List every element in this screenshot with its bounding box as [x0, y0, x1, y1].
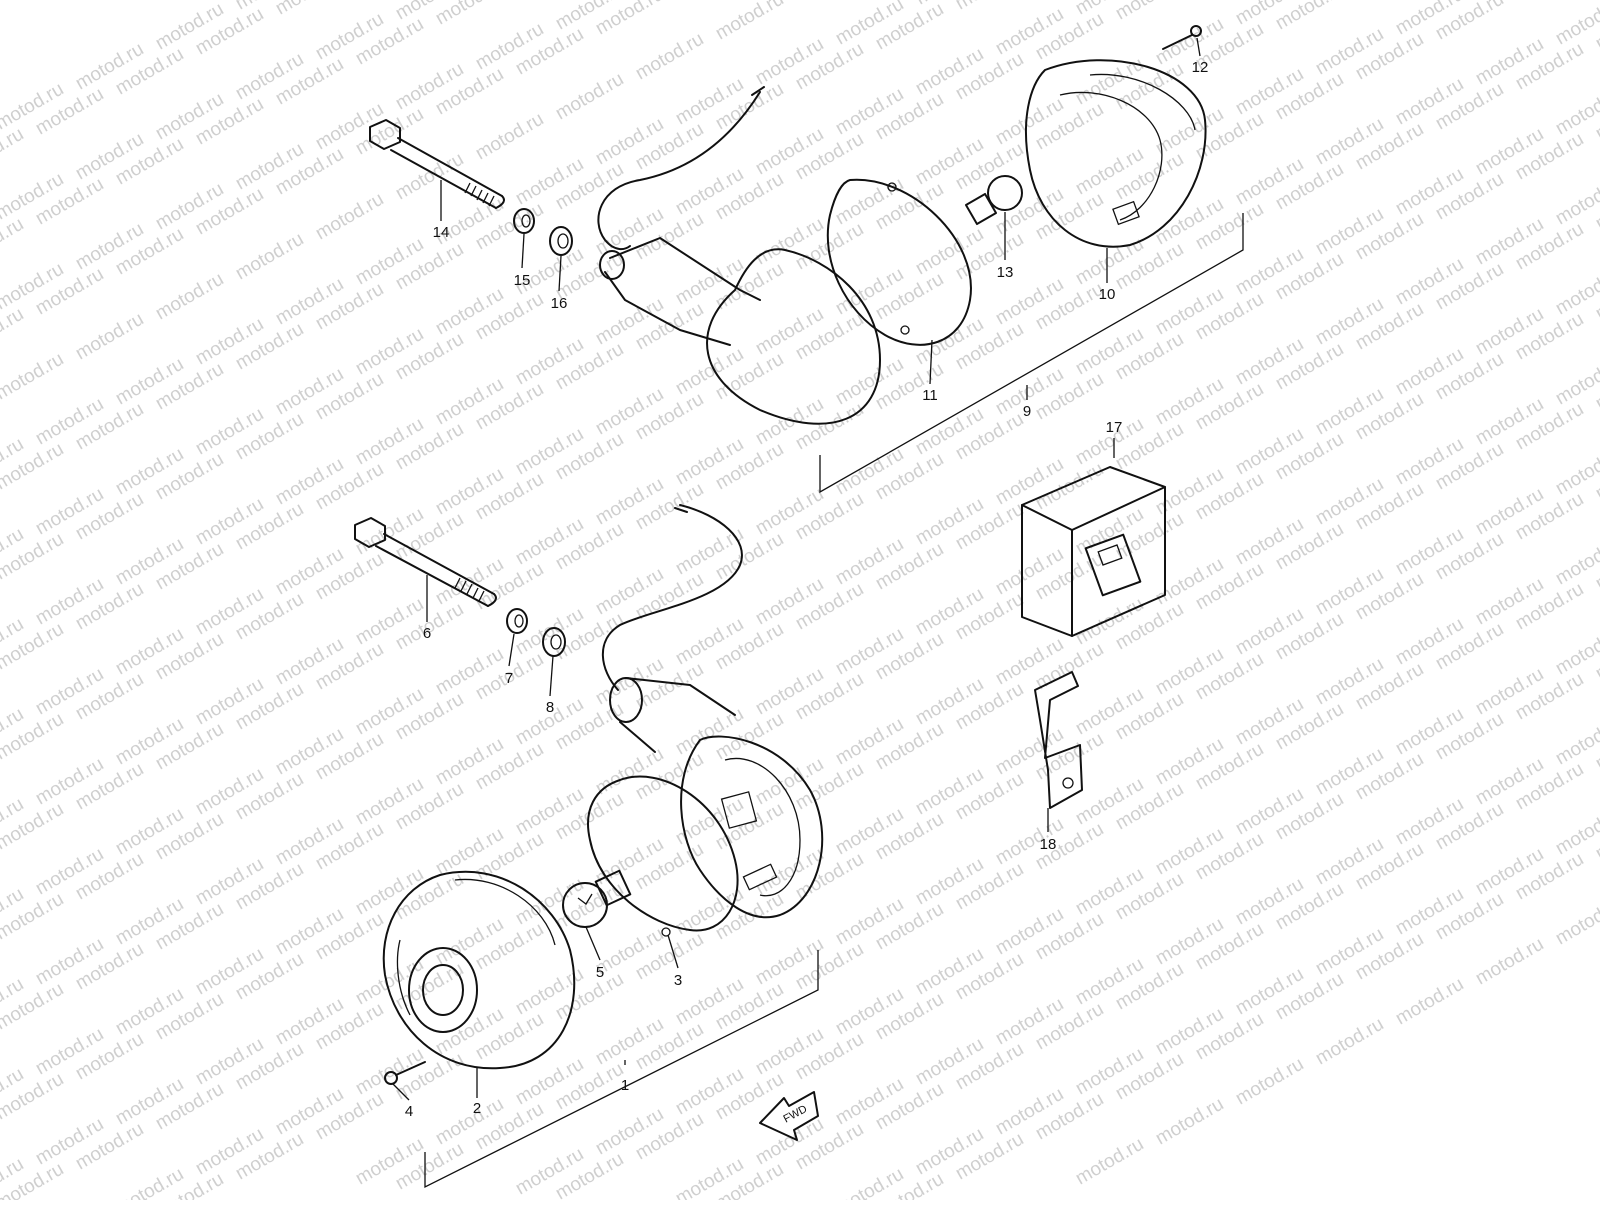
watermark-text: motod.ru — [1312, 1014, 1387, 1070]
watermark-text: motod.ru — [312, 189, 387, 245]
callout-7[interactable]: 7 — [505, 670, 513, 687]
watermark-text: motod.ru — [0, 349, 67, 405]
leader-line-5 — [585, 926, 601, 961]
lamp-body-9[interactable] — [599, 237, 881, 425]
watermark-text: motod.ru — [1152, 1094, 1227, 1150]
bulb-13[interactable] — [964, 175, 1023, 226]
callout-16[interactable]: 16 — [551, 295, 568, 312]
screw-4[interactable] — [384, 1061, 426, 1085]
watermark-text: motod.ru — [0, 304, 27, 360]
lens-10[interactable] — [1024, 59, 1207, 248]
callout-17[interactable]: 17 — [1106, 419, 1123, 436]
callout-12[interactable]: 12 — [1192, 59, 1209, 76]
leader-line-7 — [508, 633, 515, 667]
callout-11[interactable]: 11 — [922, 387, 938, 404]
watermark-text: motod.ru — [1512, 0, 1587, 4]
watermark-text: motod.ru — [552, 69, 627, 125]
leader-lines — [392, 37, 1201, 1101]
screw-12[interactable] — [1162, 25, 1202, 50]
watermark-text: motod.ru — [432, 0, 507, 29]
watermark-text: motod.ru — [72, 309, 147, 365]
watermark-text: motod.ru — [952, 0, 1027, 14]
watermark-text: motod.ru — [632, 29, 707, 85]
watermark-text: motod.ru — [232, 229, 307, 285]
assembly-bracket-9 — [819, 213, 1244, 494]
wire-upper — [597, 86, 765, 251]
lens-2[interactable] — [382, 870, 576, 1070]
callout-2[interactable]: 2 — [473, 1100, 481, 1117]
bolt-14[interactable] — [369, 119, 505, 209]
callout-8[interactable]: 8 — [546, 699, 554, 716]
gasket-11[interactable] — [826, 178, 972, 346]
watermark-text: motod.ru — [0, 214, 27, 270]
callout-10[interactable]: 10 — [1099, 286, 1116, 303]
assembly-bracket-1 — [424, 950, 819, 1189]
leader-line-4 — [392, 1083, 410, 1101]
relay-17[interactable] — [1021, 466, 1166, 637]
leader-line-3 — [667, 934, 679, 969]
watermark-text: motod.ru — [1472, 934, 1547, 990]
callout-5[interactable]: 5 — [596, 964, 604, 981]
callout-4[interactable]: 4 — [405, 1103, 413, 1120]
callout-15[interactable]: 15 — [514, 272, 531, 289]
watermark-text: motod.ru — [1232, 1054, 1307, 1110]
gasket-3[interactable] — [587, 775, 739, 937]
watermark-text: motod.ru — [152, 269, 227, 325]
watermark-text: motod.ru — [1112, 0, 1187, 24]
callout-18[interactable]: 18 — [1040, 836, 1057, 853]
leader-line-15 — [521, 233, 525, 269]
lamp-housing-1[interactable] — [609, 677, 824, 919]
watermark-text: motod.ru — [712, 0, 787, 44]
wire-lower — [601, 504, 743, 691]
watermark-text: motod.ru — [272, 0, 347, 19]
leader-line-11 — [929, 339, 933, 385]
watermark-text: motod.ru — [792, 0, 867, 4]
leader-line-8 — [549, 655, 554, 697]
leader-line-16 — [558, 255, 562, 292]
washer-8[interactable] — [542, 627, 566, 657]
bracket-18[interactable] — [1034, 671, 1083, 809]
lock-washer-7[interactable] — [506, 608, 528, 634]
leader-line-12 — [1196, 37, 1201, 57]
watermark-text: motod.ru — [0, 124, 27, 180]
washer-16[interactable] — [549, 226, 573, 256]
watermark-text: motod.ru — [1552, 894, 1600, 950]
callout-6[interactable]: 6 — [423, 625, 431, 642]
callout-14[interactable]: 14 — [433, 224, 450, 241]
lock-washer-15[interactable] — [513, 208, 535, 234]
callout-9[interactable]: 9 — [1023, 403, 1031, 420]
callout-13[interactable]: 13 — [997, 264, 1014, 281]
bolt-6[interactable] — [354, 517, 497, 607]
callout-3[interactable]: 3 — [674, 972, 682, 989]
watermark-text: motod.ru — [1392, 974, 1467, 1030]
watermark-text: motod.ru — [1072, 1134, 1147, 1190]
watermark-text: motod.ru — [472, 109, 547, 165]
callout-1[interactable]: 1 — [621, 1077, 629, 1094]
bulb-5[interactable] — [562, 869, 632, 928]
